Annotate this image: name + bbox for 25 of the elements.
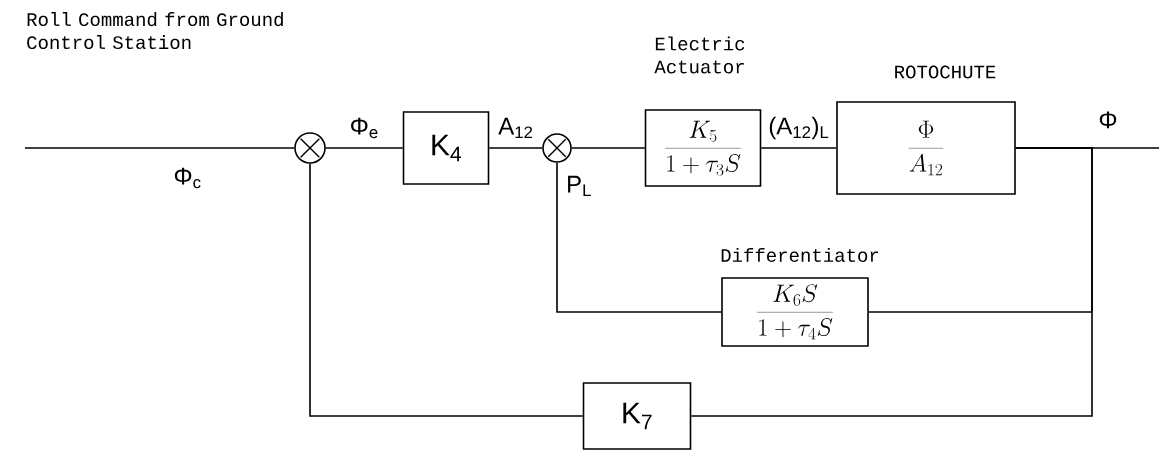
connector-line xyxy=(309,163,584,417)
connector-line xyxy=(488,147,543,149)
signal-label: Φ$_{e}$ xyxy=(348,116,380,140)
signal-label: Φ$_{c}$ xyxy=(172,166,203,190)
block-heading: ROTOCHUTE xyxy=(895,65,996,79)
block-box: $\frac{\Phi}{A_{12}}$ xyxy=(836,101,1016,195)
signal-label: P$_{L}$ xyxy=(565,174,593,198)
summing-junction xyxy=(542,133,572,163)
connector-line xyxy=(24,147,295,149)
connector-line xyxy=(690,147,1093,417)
block-box: $\frac{K_5}{1+\tau_3 S}$ xyxy=(644,109,762,187)
block-box: K$_{4}$ xyxy=(402,111,490,185)
signal-label: Φ xyxy=(1097,110,1119,130)
block-heading: Electric Actuator xyxy=(654,36,745,74)
block-box: $\frac{K_6 S}{1+\tau_4 S}$ xyxy=(721,277,869,347)
signal-label: A$_{12}$ xyxy=(497,116,535,140)
block-box: K$_{7}$ xyxy=(582,382,692,450)
block-heading: Differentiator xyxy=(721,248,879,262)
annotation-text: Roll Command from Ground Control Station xyxy=(27,12,283,50)
summing-junction xyxy=(294,132,326,164)
connector-line xyxy=(760,147,837,149)
connector-line xyxy=(325,147,404,149)
connector-line xyxy=(556,162,722,313)
signal-label: (A$_{12}$)$_{L}$ xyxy=(767,115,831,141)
connector-line xyxy=(571,147,646,149)
